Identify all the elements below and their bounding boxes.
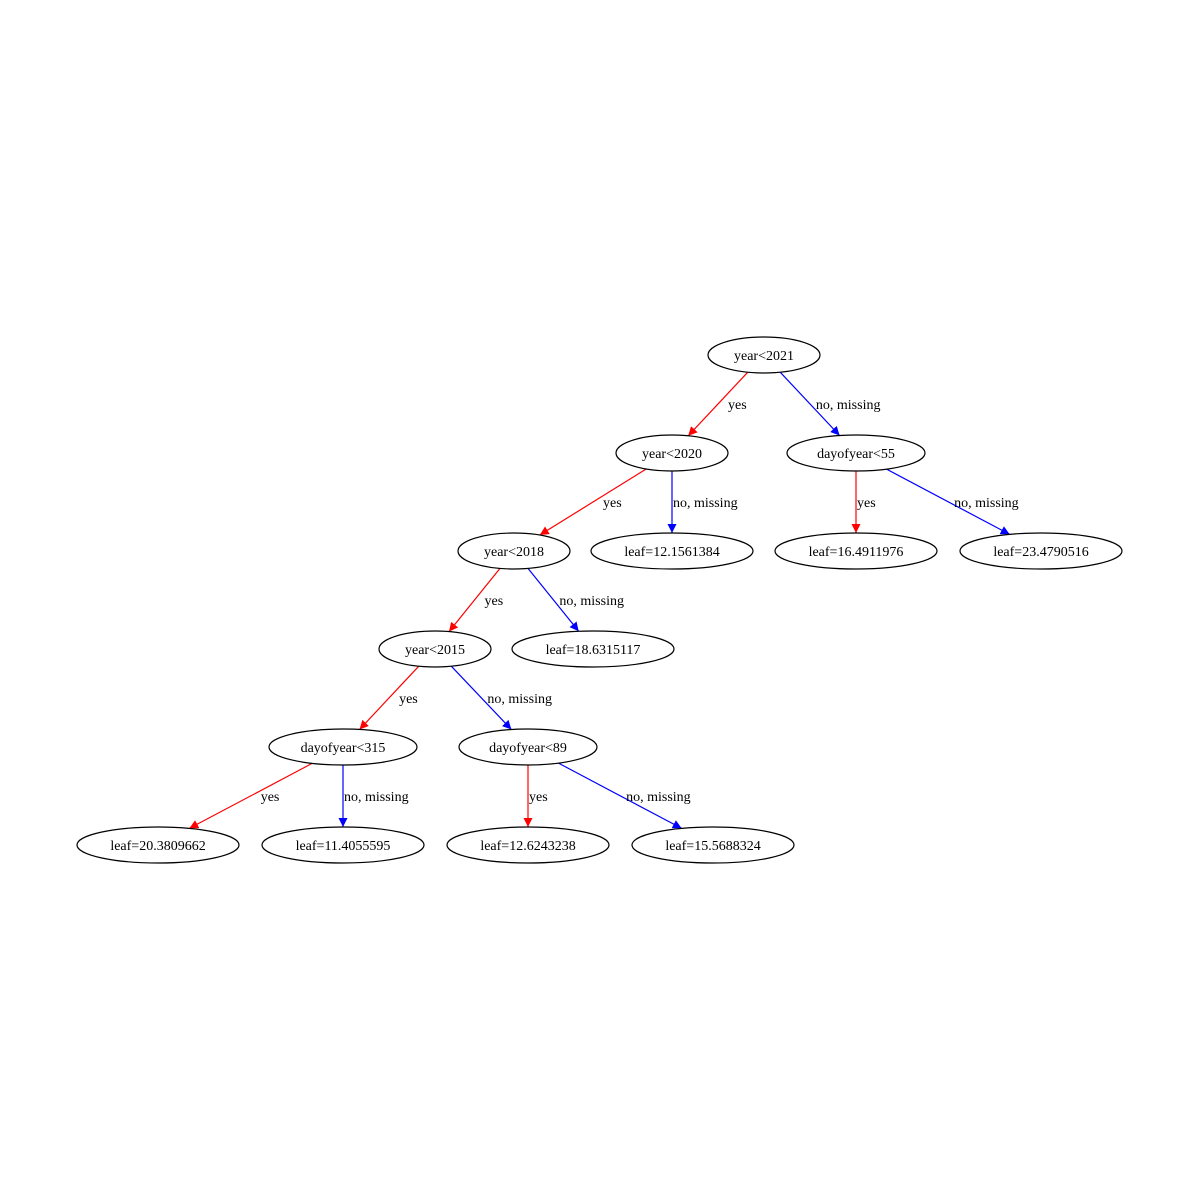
- node-label: year<2021: [734, 349, 794, 364]
- nodes-layer: year<2021 year<2020 dayofyear<55 year<2018 l…: [76, 336, 1123, 864]
- edge-n9-n11: yes: [189, 762, 313, 829]
- node-label: leaf=16.4911976: [809, 545, 904, 560]
- edge-label: no, missing: [626, 790, 691, 805]
- node-label: dayofyear<89: [489, 741, 567, 756]
- edge-n9-n12: no, missing: [338, 765, 409, 827]
- node-ellipse: [261, 826, 425, 864]
- node-ellipse: [615, 434, 729, 472]
- node-label: year<2015: [405, 643, 465, 658]
- node-ellipse: [590, 532, 754, 570]
- edge-n10-n13: yes: [523, 765, 548, 827]
- edge-label: no, missing: [816, 398, 881, 413]
- edge-n7-n9: yes: [359, 665, 420, 730]
- node-ellipse: [631, 826, 795, 864]
- edge-label: yes: [261, 790, 280, 805]
- edge-n1-n4: no, missing: [667, 471, 738, 533]
- edge-n2-n5: yes: [851, 471, 876, 533]
- node-ellipse: [458, 728, 598, 766]
- node-ellipse: [959, 532, 1123, 570]
- node-label: dayofyear<315: [301, 741, 386, 756]
- edge-label: yes: [485, 594, 504, 609]
- node-label: year<2018: [484, 545, 544, 560]
- yes-edge-line: [448, 568, 501, 632]
- edge-n10-n14: no, missing: [558, 762, 691, 829]
- node-ellipse: [457, 532, 571, 570]
- edge-n7-n10: no, missing: [450, 665, 552, 730]
- tree-node-n11: leaf=20.3809662: [76, 826, 240, 864]
- node-label: leaf=12.1561384: [624, 545, 719, 560]
- no-edge-line: [527, 568, 580, 632]
- edge-label: no, missing: [954, 496, 1019, 511]
- no-edge-line: [450, 665, 512, 730]
- no-edge-line: [558, 762, 682, 829]
- tree-node-n9: dayofyear<315: [268, 728, 418, 766]
- yes-edge-line: [189, 762, 313, 829]
- node-ellipse: [707, 336, 821, 374]
- node-ellipse: [446, 826, 610, 864]
- edge-label: no, missing: [673, 496, 738, 511]
- edge-label: no, missing: [344, 790, 409, 805]
- no-edge-line: [886, 468, 1010, 535]
- node-ellipse: [511, 630, 675, 668]
- tree-node-n1: year<2020: [615, 434, 729, 472]
- edge-n2-n6: no, missing: [886, 468, 1019, 535]
- node-label: leaf=20.3809662: [110, 839, 205, 854]
- node-label: year<2020: [642, 447, 702, 462]
- tree-node-n10: dayofyear<89: [458, 728, 598, 766]
- tree-node-n4: leaf=12.1561384: [590, 532, 754, 570]
- edge-label: yes: [399, 692, 418, 707]
- tree-node-n0: year<2021: [707, 336, 821, 374]
- tree-node-n12: leaf=11.4055595: [261, 826, 425, 864]
- tree-node-n8: leaf=18.6315117: [511, 630, 675, 668]
- node-ellipse: [76, 826, 240, 864]
- yes-edge-line: [539, 468, 647, 536]
- edge-label: yes: [857, 496, 876, 511]
- tree-node-n7: year<2015: [378, 630, 492, 668]
- node-ellipse: [774, 532, 938, 570]
- tree-node-n5: leaf=16.4911976: [774, 532, 938, 570]
- tree-node-n13: leaf=12.6243238: [446, 826, 610, 864]
- tree-node-n2: dayofyear<55: [786, 434, 926, 472]
- no-edge-line: [779, 371, 841, 436]
- node-ellipse: [786, 434, 926, 472]
- node-label: dayofyear<55: [817, 447, 895, 462]
- yes-edge-line: [359, 665, 420, 730]
- edge-n0-n1: yes: [687, 371, 749, 437]
- edge-label: no, missing: [559, 594, 624, 609]
- yes-edge-line: [687, 371, 749, 437]
- edge-label: no, missing: [487, 692, 552, 707]
- edge-n1-n3: yes: [539, 468, 647, 536]
- node-label: leaf=18.6315117: [546, 643, 641, 658]
- node-label: leaf=11.4055595: [296, 839, 391, 854]
- node-label: leaf=12.6243238: [480, 839, 575, 854]
- node-ellipse: [378, 630, 492, 668]
- node-label: leaf=23.4790516: [993, 545, 1088, 560]
- tree-node-n6: leaf=23.4790516: [959, 532, 1123, 570]
- edges-layer: yes no, missing yes no, missing yes no, missi…: [189, 371, 1019, 829]
- tree-node-n3: year<2018: [457, 532, 571, 570]
- edge-label: yes: [603, 496, 622, 511]
- node-ellipse: [268, 728, 418, 766]
- edge-n0-n2: no, missing: [779, 371, 881, 436]
- edge-label: yes: [728, 398, 747, 413]
- node-label: leaf=15.5688324: [665, 839, 760, 854]
- tree-node-n14: leaf=15.5688324: [631, 826, 795, 864]
- edge-label: yes: [529, 790, 548, 805]
- edge-n3-n7: yes: [448, 568, 504, 632]
- edge-n3-n8: no, missing: [527, 568, 624, 632]
